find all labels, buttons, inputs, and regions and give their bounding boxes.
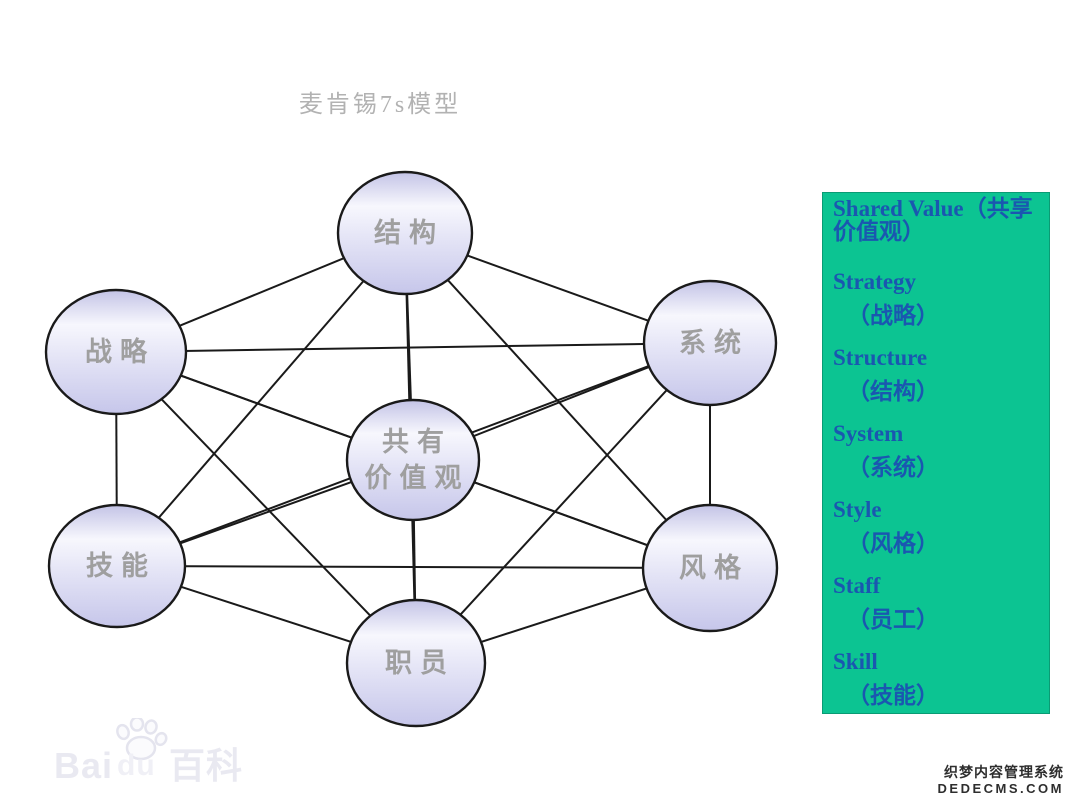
edge-skill-style	[116, 565, 711, 569]
legend-zh-skill: （技能）	[847, 683, 939, 708]
legend-item-strategy: Strategy （战略）	[833, 255, 1041, 331]
node-circle-skill	[47, 503, 187, 629]
node-circle-staff	[345, 598, 487, 728]
node-structure: 结构	[336, 170, 474, 296]
edge-strategy-system	[115, 342, 711, 353]
baidu-watermark-text-baike: 百科	[169, 745, 244, 786]
dedecms-watermark: 织梦内容管理系统 DEDECMS.COM	[938, 764, 1064, 797]
legend-zh-system: （系统）	[847, 455, 939, 480]
edge-strategy-staff	[115, 351, 417, 664]
legend-en-style: Style	[833, 497, 882, 522]
node-circle-system	[642, 279, 778, 407]
legend-en-skill: Skill	[833, 649, 878, 674]
node-staff: 职员	[345, 598, 487, 728]
legend-en-strategy: Strategy	[833, 269, 917, 294]
edge-system-staff	[415, 342, 711, 664]
node-system: 系统	[642, 279, 778, 407]
legend-zh-style: （风格）	[847, 531, 939, 556]
baidu-baike-watermark: Bai du 百科	[54, 716, 243, 786]
node-style: 风格	[641, 503, 779, 633]
legend-en-system: System	[833, 421, 904, 446]
legend-item-style: Style （风格）	[833, 483, 1041, 559]
node-circle-style	[641, 503, 779, 633]
node-label-staff: 职员	[385, 648, 455, 678]
node-label-skill: 技能	[86, 550, 156, 581]
node-label-shared_values: 共有价值观	[365, 427, 470, 493]
legend-item-staff: Staff （员工）	[833, 559, 1041, 635]
dedecms-watermark-line1: 织梦内容管理系统	[944, 764, 1064, 780]
node-strategy: 战略	[44, 288, 188, 416]
legend-zh-staff: （员工）	[847, 607, 939, 632]
node-circle-strategy	[44, 288, 188, 416]
legend-item-skill: Skill （技能）	[833, 635, 1041, 711]
legend-zh-structure: （结构）	[847, 379, 939, 404]
edge-structure-skill	[116, 232, 406, 567]
node-skill: 技能	[47, 503, 187, 629]
legend-panel: Shared Value（共享价值观） Strategy （战略） Structure…	[822, 192, 1050, 714]
legend-en-structure: Structure	[833, 345, 928, 370]
node-shared_values: 共有价值观	[345, 398, 481, 522]
legend-zh-strategy: （战略）	[847, 303, 939, 328]
legend-item-shared-value: Shared Value（共享价值观）	[833, 196, 1033, 244]
legend-item-structure: Structure （结构）	[833, 331, 1041, 407]
node-circle-structure	[336, 170, 474, 296]
baidu-watermark-text-du: du	[117, 749, 156, 782]
legend-item-system: System （系统）	[833, 407, 1041, 483]
legend-en-staff: Staff	[833, 573, 881, 598]
dedecms-watermark-line2: DEDECMS.COM	[937, 781, 1064, 796]
node-label-strategy: 战略	[85, 336, 155, 367]
node-circle-shared_values	[345, 398, 481, 522]
baidu-paw-icon	[116, 718, 168, 761]
node-label-style: 风格	[679, 553, 749, 583]
baidu-watermark-text-bai: Bai	[54, 745, 114, 786]
node-label-system: 系统	[679, 327, 749, 358]
node-label-structure: 结构	[374, 218, 444, 248]
page-title: 麦肯锡7s模型	[298, 92, 462, 118]
baidu-paw-wrap: du	[113, 718, 169, 786]
